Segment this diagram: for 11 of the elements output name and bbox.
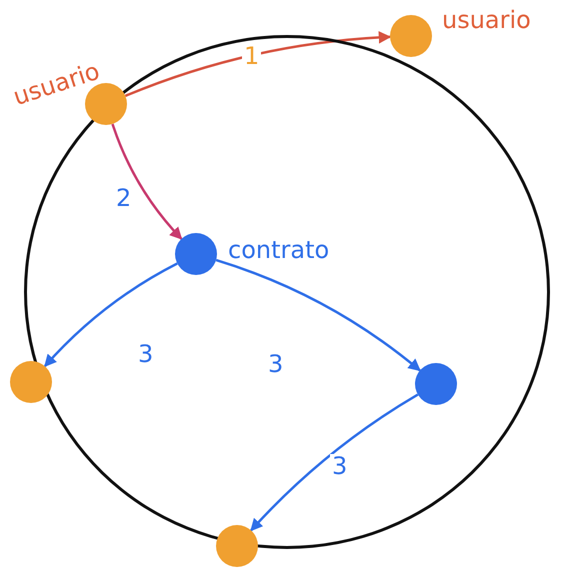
node-dot [10,361,52,403]
arrow [216,258,421,372]
arrow [124,31,392,98]
arrow [44,262,178,368]
arrow [250,394,419,532]
node-caption: usuario [442,6,531,34]
node-dot [415,363,457,405]
node-caption: contrato [228,236,330,264]
node-caption: usuario [10,56,103,112]
node-dot [216,525,258,567]
arrow [111,124,182,240]
